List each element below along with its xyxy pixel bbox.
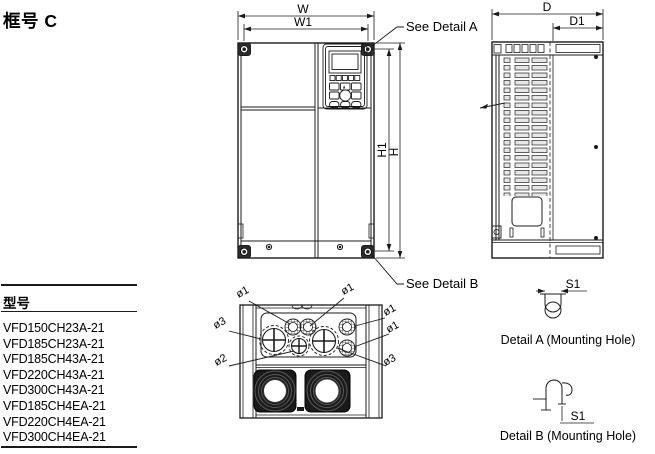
model-row: VFD220CH43A-21: [3, 367, 105, 382]
detail-b-drawing: [533, 379, 594, 424]
up-arrow-icon: [343, 85, 346, 89]
mounting-pad-top-left: [237, 42, 251, 56]
side-view-drawing: [479, 9, 604, 259]
keypad-buttons: [329, 82, 362, 108]
model-row: VFD220CH4EA-21: [3, 414, 106, 429]
detail-a-caption: Detail A (Mounting Hole): [501, 333, 636, 347]
dim-label-w: W: [297, 2, 309, 16]
hole-label-o1-d: ø1: [384, 319, 401, 336]
mounting-pad-bottom-left: [237, 245, 251, 259]
dim-lines-height: [372, 42, 405, 259]
conduit-hole-large-left: [259, 325, 289, 355]
nameplate: [511, 196, 543, 227]
keypad: [322, 43, 368, 110]
table-top-rule: [1, 284, 137, 286]
table-header: 型号: [3, 296, 30, 311]
dim-label-d1: D1: [569, 14, 585, 28]
cooling-fan-right: [304, 369, 351, 413]
dim-label-h: H: [387, 148, 401, 157]
hole-label-o3-left: ø3: [211, 315, 228, 332]
dim-label-s1-a: S1: [566, 277, 581, 291]
model-row: VFD300CH43A-21: [3, 383, 105, 398]
table-header-rule: [1, 311, 137, 312]
hole-leader-lines: [228, 297, 390, 367]
model-row: VFD150CH23A-21: [3, 321, 105, 335]
mounting-pad-bottom-right: [361, 245, 375, 259]
model-row: VFD185CH43A-21: [3, 352, 105, 367]
conduit-hole-small-1: [284, 318, 302, 336]
model-list: VFD150CH23A-21 VFD185CH23A-21 VFD185CH43…: [3, 321, 106, 446]
conduit-hole-medium-center: [288, 335, 310, 357]
top-bracket-slots: [505, 44, 601, 53]
keypad-screen: [331, 53, 359, 70]
table-bottom-rule: [1, 446, 137, 448]
model-row: VFD185CH23A-21: [3, 336, 105, 351]
conduit-hole-large-right: [309, 326, 339, 356]
side-pointer-arrow: [479, 102, 506, 109]
hole-label-o1-c: ø1: [381, 302, 398, 319]
dim-label-s1-b: S1: [571, 409, 586, 423]
hole-label-o1-b: ø1: [339, 281, 356, 298]
dim-label-w1: W1: [294, 15, 312, 29]
see-detail-a-leader: [371, 26, 404, 47]
model-row: VFD185CH4EA-21: [3, 398, 106, 413]
conduit-hole-small-4: [338, 339, 356, 357]
conduit-hole-small-3: [338, 318, 356, 336]
dim-label-d: D: [543, 0, 552, 14]
detail-b-caption: Detail B (Mounting Hole): [500, 429, 636, 443]
bottom-view-drawing: [228, 297, 390, 419]
dim-label-h1: H1: [375, 142, 389, 158]
dim-lines-depth: [491, 9, 604, 41]
conduit-plate: [260, 312, 357, 358]
hole-label-o3-right: ø3: [381, 352, 398, 369]
hole-label-o2: ø2: [212, 352, 229, 369]
front-view-drawing: [237, 11, 405, 285]
hole-label-o1-a: ø1: [234, 284, 251, 301]
page-title: 框号 C: [3, 11, 58, 31]
heatsink-fins: [503, 57, 548, 196]
conduit-hole-small-2: [299, 318, 317, 336]
detail-a-drawing: [536, 288, 587, 319]
see-detail-b-leader: [371, 254, 404, 285]
model-row: VFD300CH4EA-21: [3, 430, 106, 445]
see-detail-a-label: See Detail A: [406, 19, 478, 34]
dim-lines-width: [237, 11, 375, 41]
see-detail-b-label: See Detail B: [406, 276, 478, 291]
keypad-function-keys: [329, 75, 361, 81]
cooling-fan-left: [253, 369, 297, 413]
